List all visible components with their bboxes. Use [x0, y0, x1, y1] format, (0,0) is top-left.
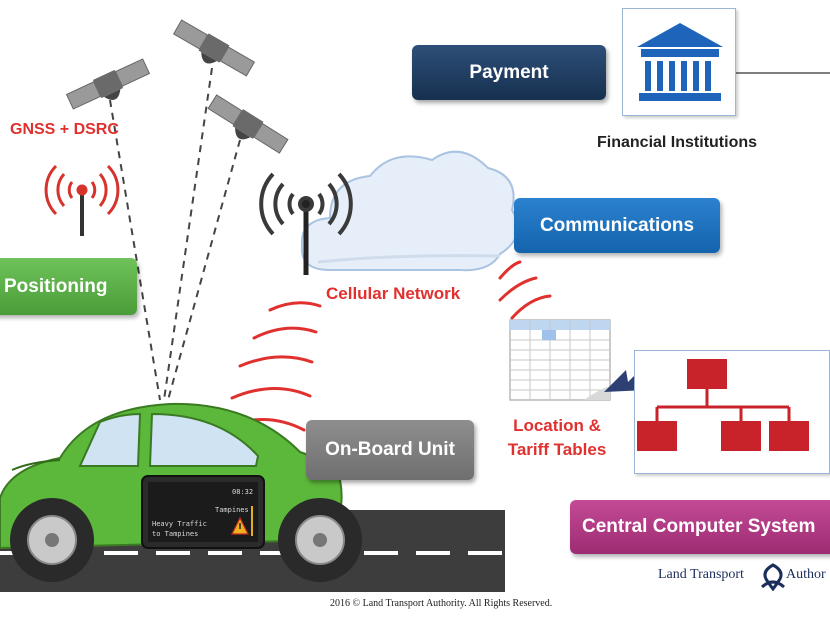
central-computer-box: Central Computer System	[570, 500, 830, 554]
onboard-unit-label: On-Board Unit	[325, 439, 455, 460]
central-computer-label: Central Computer System	[582, 516, 816, 537]
lta-logo-text-right: Author	[786, 567, 826, 582]
network-hierarchy-icon	[637, 359, 809, 451]
communications-label: Communications	[539, 214, 695, 236]
satellite-link-lines	[109, 67, 241, 401]
financial-institutions-panel	[622, 8, 736, 116]
satellite-icon	[207, 94, 289, 154]
financial-institutions-label: Financial Institutions	[597, 134, 758, 151]
radio-tower-icon	[259, 172, 353, 275]
lta-logo: Land Transport Author	[658, 563, 830, 591]
payment-box: Payment	[412, 45, 606, 100]
central-system-panel	[634, 350, 830, 474]
signal-arcs-tariff	[498, 260, 552, 320]
copyright-text: 2016 © Land Transport Authority. All Rig…	[330, 598, 553, 609]
lta-logo-text-left: Land Transport	[658, 567, 744, 582]
obu-screen-message-1: Heavy Traffic	[152, 520, 207, 528]
location-label-line-1: Location &	[513, 416, 601, 435]
positioning-label: Positioning	[4, 275, 108, 297]
payment-label: Payment	[469, 61, 549, 83]
satellite-icon	[172, 19, 256, 77]
positioning-box: Positioning	[0, 258, 137, 315]
satellite-icon	[65, 58, 151, 110]
radio-tower-icon	[44, 164, 120, 236]
onboard-unit-box: On-Board Unit	[306, 420, 474, 480]
lta-swoosh-icon	[760, 563, 786, 591]
obu-screen-destination: Tampines	[215, 506, 249, 514]
tariff-table-icon	[509, 319, 611, 401]
communications-box: Communications	[514, 198, 720, 253]
cellular-network-label: Cellular Network	[326, 284, 461, 303]
obu-screen-message-2: to Tampines	[152, 530, 198, 538]
location-label-line-2: Tariff Tables	[507, 440, 607, 459]
bank-icon	[637, 23, 723, 101]
obu-screen-time: 08:32	[232, 488, 253, 496]
location-tariff-label: Location & Tariff Tables	[498, 414, 616, 462]
warning-triangle-icon	[231, 516, 249, 535]
gnss-dsrc-label: GNSS + DSRC	[10, 121, 119, 138]
